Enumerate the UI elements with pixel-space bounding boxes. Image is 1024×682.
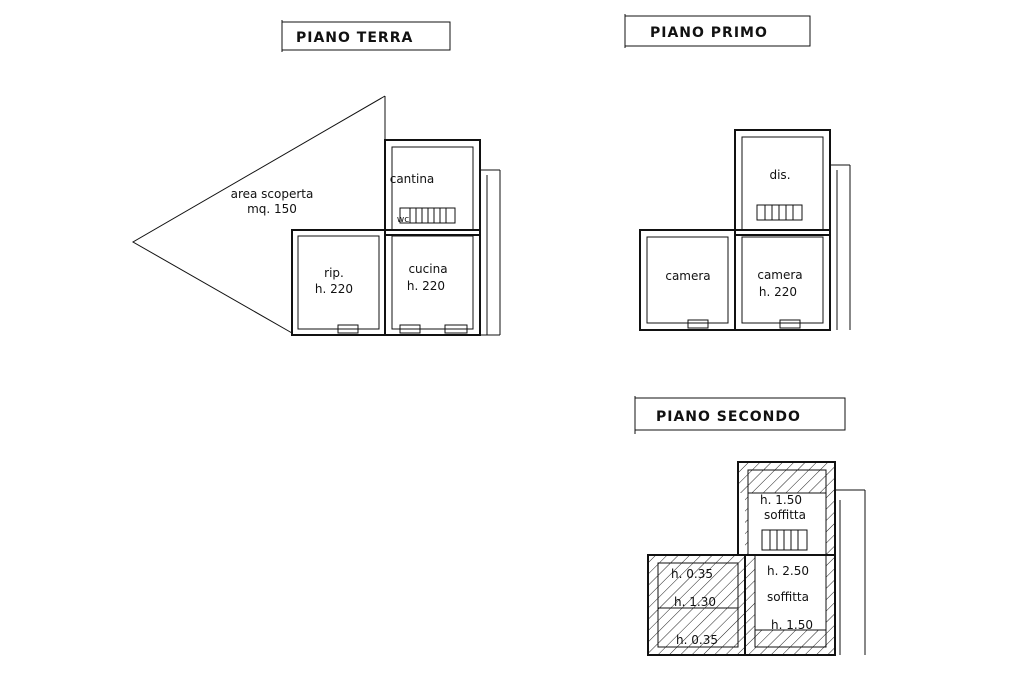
room-camera-right-height: h. 220 [759,285,797,299]
room-soffitta-right: soffitta [767,590,809,604]
outdoor-area-label: area scoperta [231,187,314,201]
room-cucina: cucina [408,262,447,276]
outdoor-size-label: mq. 150 [247,202,297,216]
room-rip: rip. [324,266,344,280]
height-right-1: h. 2.50 [767,564,809,578]
room-wc: wc [397,215,409,225]
room-cucina-height: h. 220 [407,279,445,293]
title-text: PIANO PRIMO [650,25,768,41]
stairs [756,204,803,221]
second-floor-plan: h. 1.50 soffitta h. 0.35 h. 1.30 h. 0.35… [647,461,866,656]
first-floor-plan: dis. camera camera h. 220 [639,129,851,331]
title-piano-terra: PIANO TERRA [281,20,451,52]
height-left-1: h. 0.35 [671,567,713,581]
room-cantina: cantina [390,172,435,186]
room-camera-right: camera [757,268,802,282]
title-text: PIANO TERRA [296,30,413,46]
stairs [761,529,808,551]
title-piano-primo: PIANO PRIMO [624,14,811,48]
room-dis: dis. [769,168,790,182]
height-left-2: h. 1.30 [674,595,716,609]
height-right-2: h. 1.50 [771,618,813,632]
height-top: h. 1.50 [760,493,802,507]
height-left-3: h. 0.35 [676,633,718,647]
room-rip-height: h. 220 [315,282,353,296]
room-soffitta-top: soffitta [764,508,806,522]
room-camera-left: camera [665,269,710,283]
stairs [399,207,456,224]
title-piano-secondo: PIANO SECONDO [634,396,846,434]
ground-floor-plan: area scoperta mq. 150 cantina wc rip. h.… [131,95,501,336]
title-text: PIANO SECONDO [656,409,801,425]
